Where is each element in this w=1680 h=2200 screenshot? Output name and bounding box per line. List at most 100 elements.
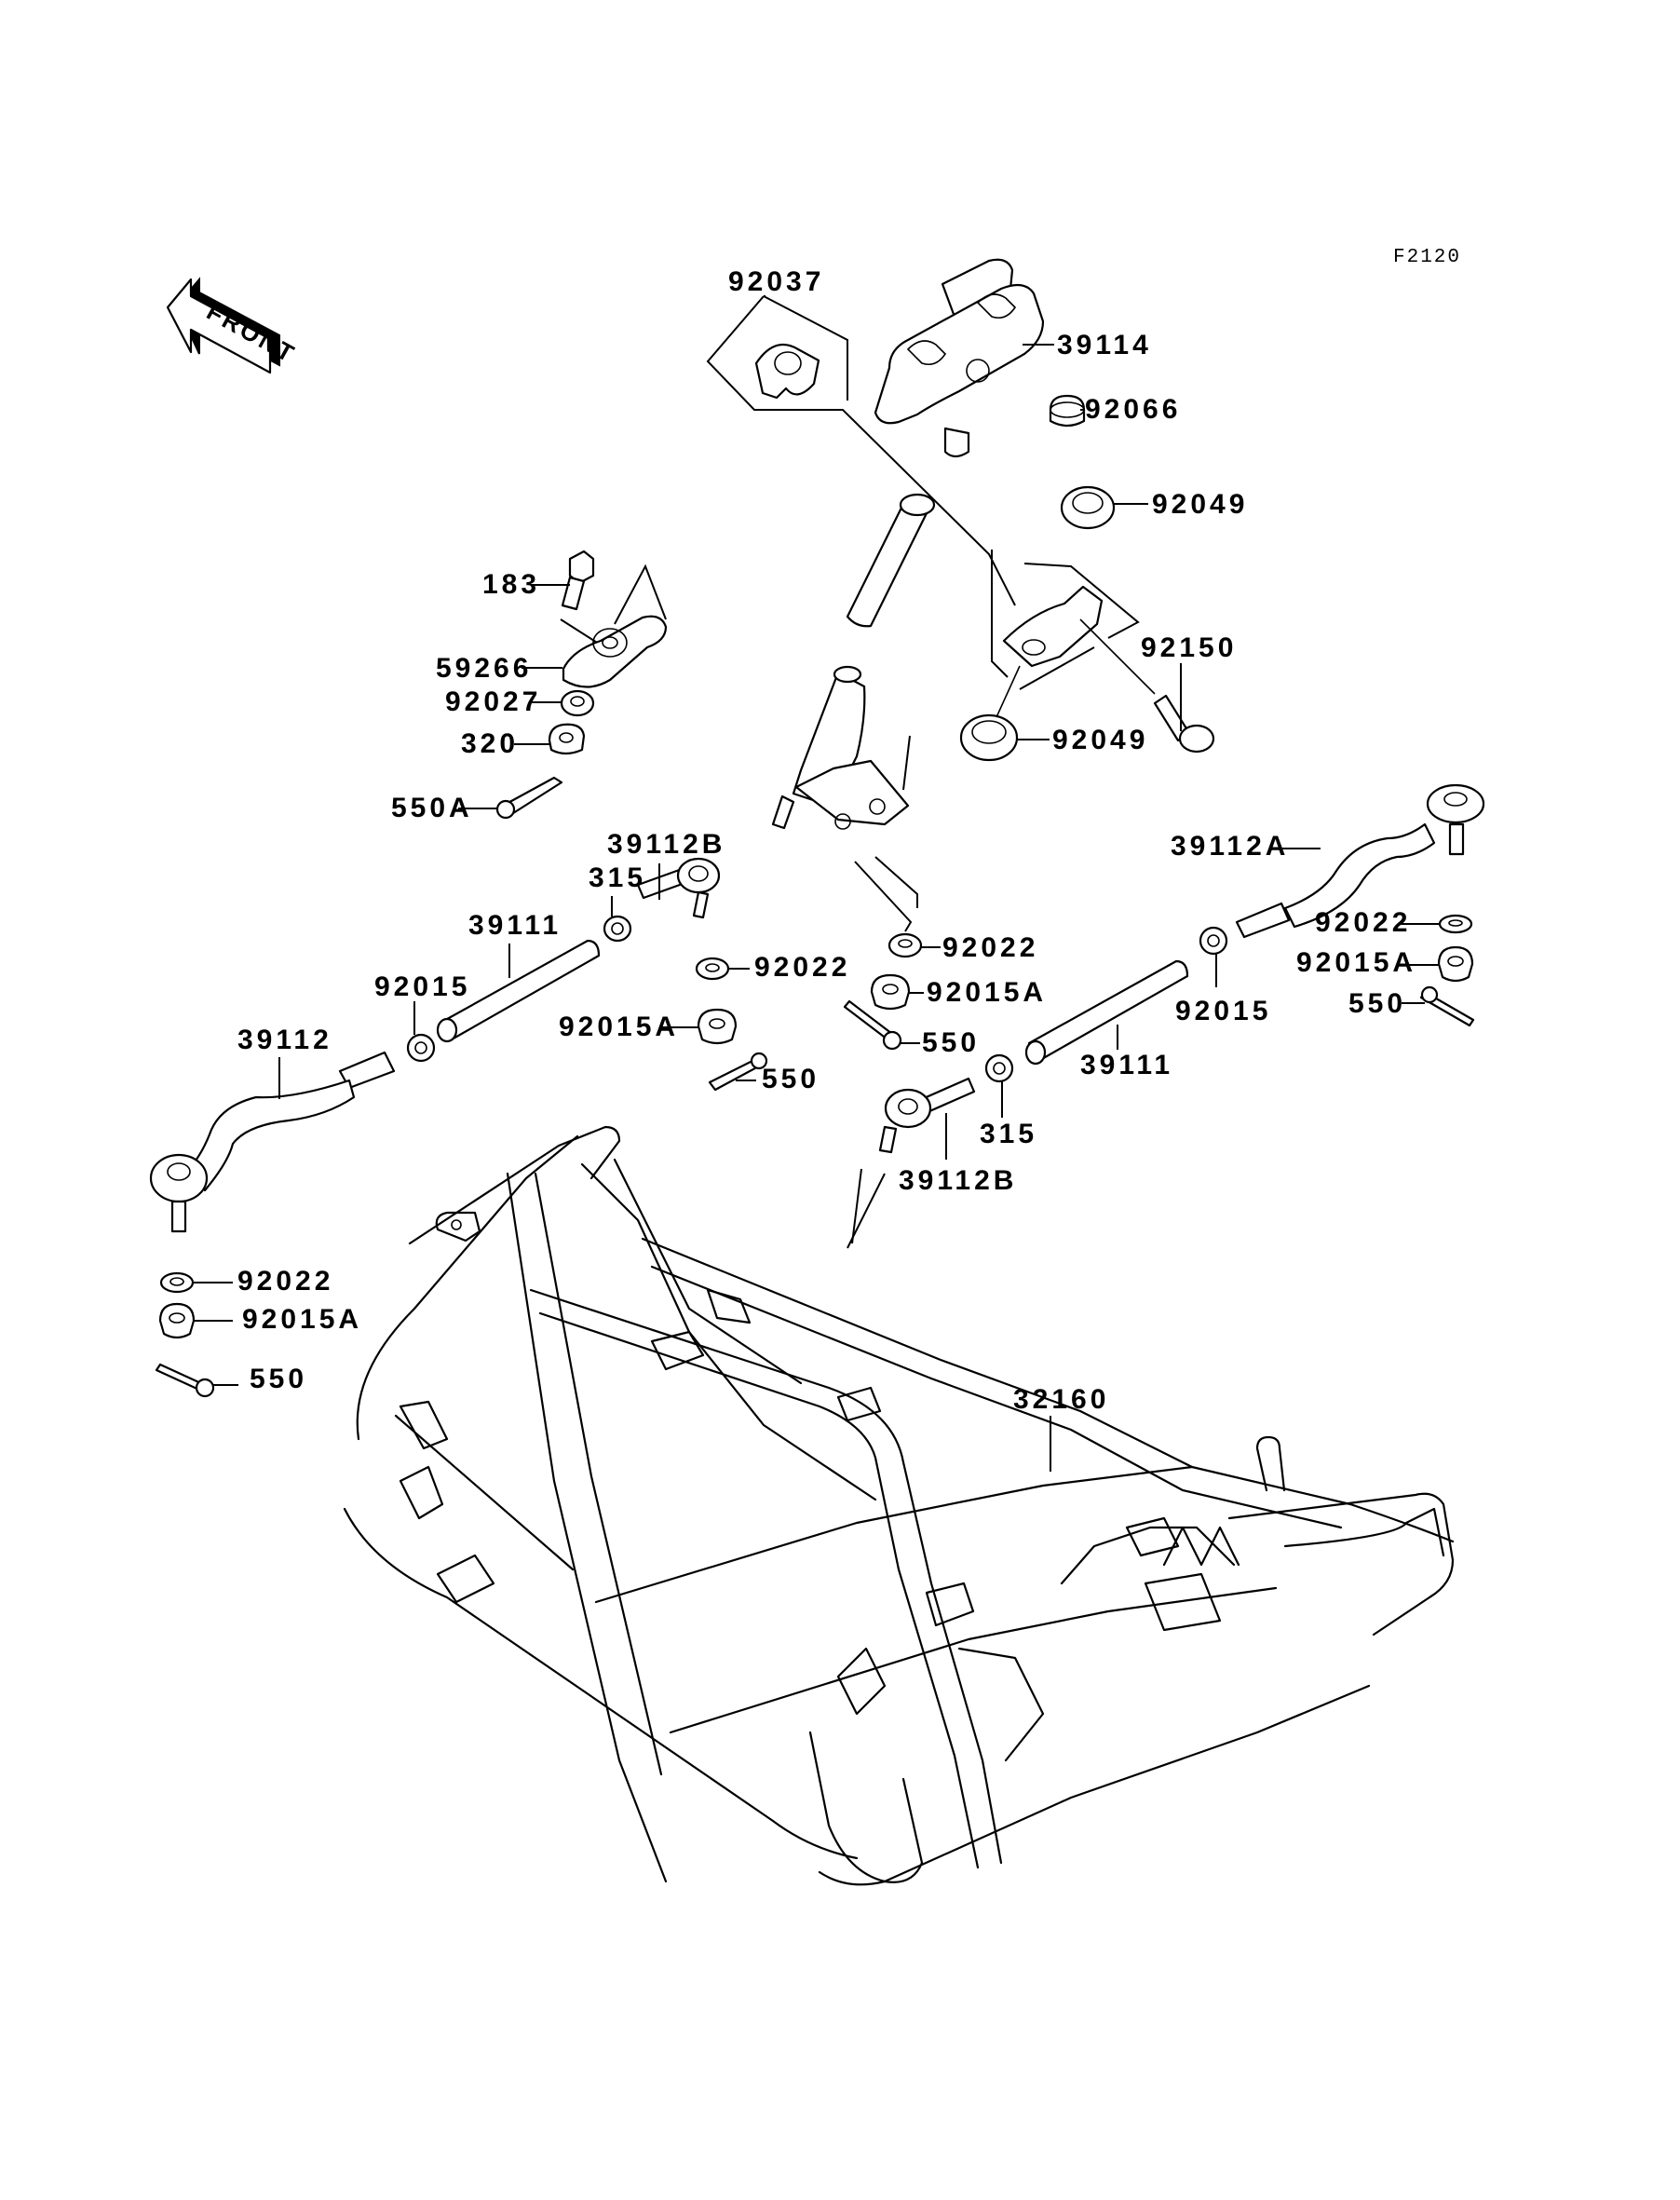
callout-92150[interactable]: 92150 [1141, 632, 1237, 731]
part-39114-holder[interactable] [874, 258, 1045, 458]
part-number-label[interactable]: 320 [461, 728, 519, 759]
part-number-label[interactable]: 92022 [754, 952, 850, 983]
part-number-label[interactable]: 92015A [927, 977, 1047, 1008]
part-92027-washer[interactable] [560, 689, 595, 717]
part-number-label[interactable]: 92015A [1296, 947, 1416, 978]
part-92022-washer-right[interactable] [1438, 914, 1473, 934]
part-number-label[interactable]: 39112 [237, 1025, 332, 1055]
callout-59266[interactable]: 59266 [436, 653, 562, 684]
callout-315-right[interactable]: 315 [980, 1081, 1037, 1149]
part-number-label[interactable]: 92015A [242, 1304, 362, 1335]
callout-92022-right-center[interactable]: 92022 [921, 932, 1038, 963]
part-number-label[interactable]: 92049 [1152, 489, 1248, 520]
callout-550A[interactable]: 550A [391, 793, 497, 823]
part-59266-ball-joint[interactable] [562, 564, 668, 688]
part-92022-washer-center[interactable] [695, 957, 730, 981]
part-number-label[interactable]: 315 [589, 862, 646, 893]
part-number-label[interactable]: 92027 [445, 686, 541, 717]
part-number-label[interactable]: 39112B [607, 829, 725, 860]
part-39112-tie-rod-end[interactable] [149, 1051, 396, 1233]
part-92015A-nut-left[interactable] [158, 1302, 196, 1339]
part-number-label[interactable]: 550 [762, 1064, 820, 1094]
part-number-label[interactable]: 92037 [728, 266, 824, 297]
callout-39114[interactable]: 39114 [1023, 330, 1152, 360]
callout-39111-right[interactable]: 39111 [1080, 1025, 1173, 1080]
callout-92022-right[interactable]: 92022 [1315, 907, 1440, 938]
callout-92015-right[interactable]: 92015 [1175, 954, 1271, 1026]
part-number-label[interactable]: 39111 [468, 910, 562, 941]
callout-92015A-left[interactable]: 92015A [194, 1304, 362, 1335]
part-39111-tie-rod-left[interactable] [436, 939, 601, 1043]
part-number-label[interactable]: 92150 [1141, 632, 1237, 663]
part-number-label[interactable]: 39112B [899, 1165, 1017, 1196]
part-number-label[interactable]: 550 [922, 1027, 980, 1058]
callout-39112[interactable]: 39112 [237, 1025, 332, 1099]
part-number-label[interactable]: 315 [980, 1119, 1037, 1149]
part-number-label[interactable]: 92015 [374, 971, 470, 1002]
callout-92049-bottom[interactable]: 92049 [1017, 725, 1148, 755]
part-39112B-tie-rod-end-left[interactable] [636, 857, 721, 919]
part-number-label[interactable]: 183 [482, 569, 540, 600]
part-lower-clamp[interactable] [991, 550, 1140, 690]
callout-92015A-right-center[interactable]: 92015A [909, 977, 1047, 1008]
part-39112B-tie-rod-end-right[interactable] [847, 1077, 976, 1249]
part-315-nut-right[interactable] [984, 1053, 1014, 1083]
part-number-label[interactable]: 92066 [1085, 394, 1181, 425]
callout-39112B-left[interactable]: 39112B [607, 829, 725, 900]
callout-550-right[interactable]: 550 [1348, 988, 1425, 1019]
callout-92022-center[interactable]: 92022 [728, 952, 850, 983]
part-number-label[interactable]: 550 [250, 1364, 307, 1394]
part-number-label[interactable]: 92022 [942, 932, 1038, 963]
callout-92066[interactable]: 92066 [1080, 394, 1181, 425]
part-number-label[interactable]: 39114 [1057, 330, 1152, 360]
part-92015-nut-right[interactable] [1199, 926, 1228, 956]
callout-550-right-center[interactable]: 550 [900, 1027, 980, 1058]
callout-92015A-center[interactable]: 92015A [559, 1012, 698, 1042]
part-550-cotter-pin-center[interactable] [708, 1052, 768, 1092]
part-92022-washer-right-center[interactable] [854, 861, 923, 958]
part-92022-washer-left[interactable] [159, 1271, 195, 1294]
part-number-label[interactable]: 550A [391, 793, 473, 823]
callout-39112B-right[interactable]: 39112B [899, 1113, 1017, 1196]
part-number-label[interactable]: 92049 [1052, 725, 1148, 755]
part-92015A-nut-center[interactable] [697, 1008, 738, 1045]
part-92049-bushing-top[interactable] [1060, 485, 1116, 530]
part-92015A-nut-right-center[interactable] [870, 973, 911, 1011]
callout-39111-left[interactable]: 39111 [468, 910, 562, 978]
callout-92049-top[interactable]: 92049 [1114, 489, 1248, 520]
callout-315-left[interactable]: 315 [589, 862, 646, 917]
callout-92037[interactable]: 92037 [728, 266, 824, 297]
part-550-cotter-pin-right[interactable] [1419, 985, 1475, 1027]
part-number-label[interactable]: 92015A [559, 1012, 679, 1042]
callout-550-left[interactable]: 550 [212, 1364, 307, 1394]
callout-550-center[interactable]: 550 [736, 1064, 820, 1094]
part-number-label[interactable]: 92022 [1315, 907, 1411, 938]
callout-92027[interactable]: 92027 [445, 686, 562, 717]
part-32160-frame[interactable] [343, 1125, 1455, 1886]
part-steering-shaft-upper[interactable] [846, 493, 936, 628]
part-number-label[interactable]: 550 [1348, 988, 1406, 1019]
part-92037-clamp[interactable] [706, 295, 1016, 606]
part-steering-shaft-lower[interactable] [771, 665, 918, 908]
part-number-label[interactable]: 59266 [436, 653, 532, 684]
part-number-label[interactable]: 92015 [1175, 996, 1271, 1026]
callout-92022-left[interactable]: 92022 [193, 1266, 333, 1297]
part-number-label[interactable]: 92022 [237, 1266, 333, 1297]
part-92015A-nut-right[interactable] [1437, 945, 1474, 983]
callout-183[interactable]: 183 [482, 569, 570, 600]
callout-92015A-right[interactable]: 92015A [1296, 947, 1439, 978]
part-92015-nut-left[interactable] [406, 1033, 436, 1063]
part-39111-tie-rod-right[interactable] [1024, 959, 1189, 1066]
part-320-nut[interactable] [548, 723, 586, 755]
part-number-label[interactable]: 39111 [1080, 1050, 1173, 1080]
part-550-cotter-pin-left[interactable] [155, 1363, 215, 1398]
part-number-label[interactable]: 39112A [1171, 831, 1289, 862]
part-39112A-tie-rod-end-right[interactable] [1235, 783, 1485, 939]
part-550A-cotter-pin[interactable] [495, 776, 563, 820]
part-92049-bushing-bottom[interactable] [959, 665, 1021, 762]
callout-32160[interactable]: 32160 [1013, 1384, 1109, 1472]
callout-320[interactable]: 320 [461, 728, 549, 759]
part-number-label[interactable]: 32160 [1013, 1384, 1109, 1415]
part-92066-plug[interactable] [1049, 394, 1086, 428]
callout-92015-left[interactable]: 92015 [374, 971, 470, 1035]
